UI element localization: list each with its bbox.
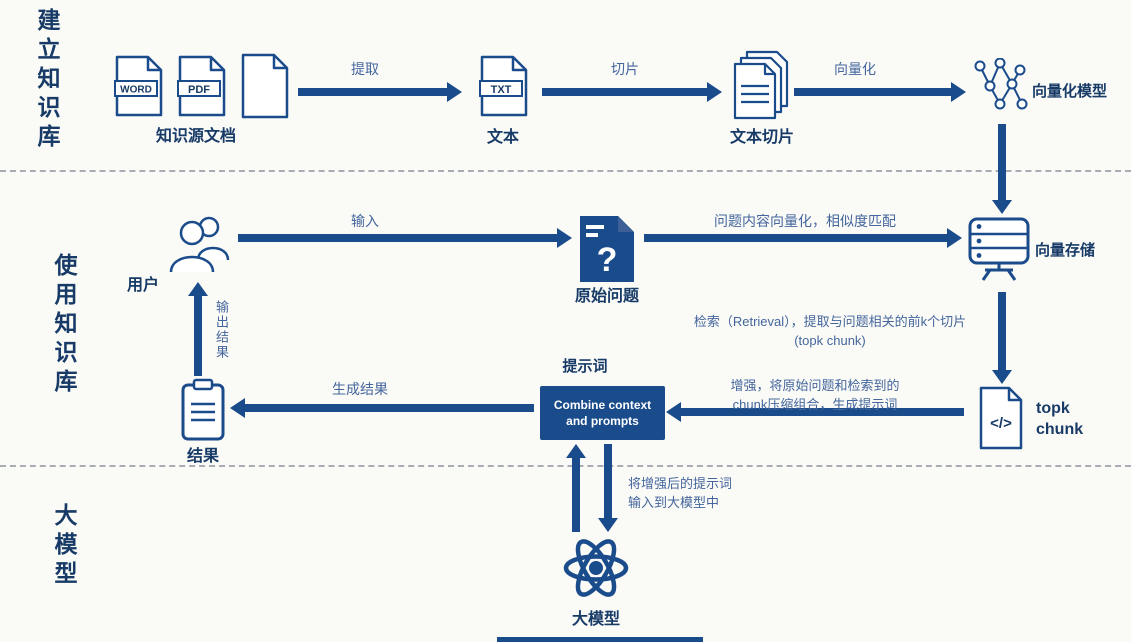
svg-text:TXT: TXT [491, 84, 512, 96]
topk-chunk-icon: </> [979, 386, 1023, 450]
arrow-match [644, 228, 962, 248]
question-doc-icon: ? [580, 216, 634, 282]
section-label-llm: 大模型 [51, 503, 77, 590]
user-label: 用户 [126, 277, 159, 294]
pdf-doc-icon: PDF [177, 55, 226, 117]
source-docs-label: 知识源文档 [155, 128, 236, 145]
arrow-model-to-combine [566, 444, 586, 532]
question-label: 原始问题 [574, 288, 639, 305]
chunks-label: 文本切片 [729, 129, 794, 146]
prompt-label: 提示词 [562, 358, 608, 375]
result-label: 结果 [186, 448, 219, 465]
vector-store-icon [968, 217, 1030, 281]
feed-model-label: 将增强后的提示词 输入到大模型中 [628, 476, 733, 510]
arrow-input [238, 228, 572, 248]
llm-model-label: 大模型 [571, 611, 620, 628]
txt-doc-icon: TXT [479, 55, 528, 117]
text-chunks-icon [733, 50, 789, 120]
slice-label: 切片 [611, 61, 639, 77]
arrow-model-to-store [992, 124, 1012, 214]
arrow-vectorize [794, 82, 966, 102]
text-label: 文本 [486, 129, 519, 146]
arrow-generate [230, 398, 534, 418]
section-label-build: 建立知识库 [34, 8, 60, 153]
llm-atom-icon [563, 539, 629, 597]
blank-doc-icon [241, 53, 289, 119]
arrow-store-to-topk [992, 292, 1012, 384]
retrieval-label: 检索（Retrieval），提取与问题相关的前k个切片 (topk chunk) [693, 314, 967, 348]
extract-label: 提取 [351, 61, 379, 77]
vector-model-icon [974, 58, 1028, 110]
arrow-slice [542, 82, 722, 102]
arrow-augment [666, 402, 964, 422]
topk-chunk-label: topk chunk [1036, 400, 1084, 438]
augment-label: 增强，将原始问题和检索到的 chunk压缩组合，生成提示词 [730, 378, 900, 412]
divider-build-use [0, 170, 1131, 172]
match-label: 问题内容向量化，相似度匹配 [714, 213, 896, 229]
word-doc-icon: WORD [114, 55, 163, 117]
svg-text:?: ? [597, 241, 618, 279]
arrow-extract [298, 82, 462, 102]
svg-text:PDF: PDF [188, 84, 210, 96]
arrow-output [188, 282, 208, 376]
user-icon [169, 216, 230, 273]
bottom-bar [497, 637, 703, 642]
input-label: 输入 [351, 213, 379, 229]
svg-text:</>: </> [990, 415, 1012, 432]
vector-store-label: 向量存储 [1035, 242, 1096, 259]
generate-label: 生成结果 [332, 381, 388, 397]
vector-model-label: 向量化模型 [1032, 83, 1108, 100]
section-label-use: 使用知识库 [51, 253, 77, 398]
result-clipboard-icon [181, 378, 225, 441]
svg-text:WORD: WORD [120, 85, 152, 96]
output-label: 输出结果 [214, 300, 229, 360]
combine-context-box: Combine context and prompts [540, 386, 665, 440]
arrow-combine-to-model [598, 444, 618, 532]
vectorize-label: 向量化 [834, 61, 876, 77]
divider-use-llm [0, 465, 1131, 467]
